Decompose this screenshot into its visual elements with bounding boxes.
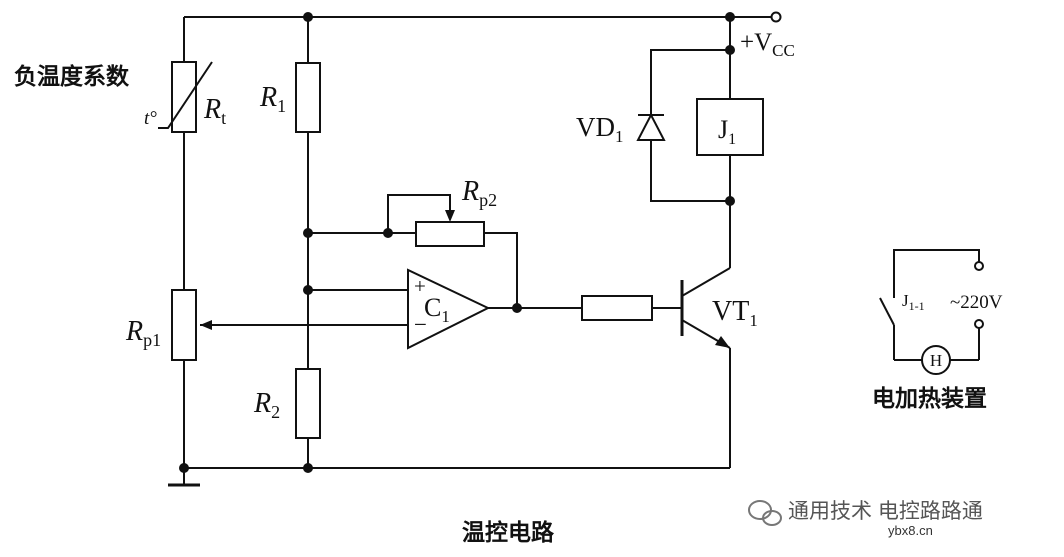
- resistor-r2: [295, 368, 321, 439]
- opamp-minus: −: [414, 312, 427, 337]
- thermistor-mark: [158, 61, 213, 129]
- relay-coil-j1: [696, 98, 764, 156]
- base-resistor: [581, 295, 653, 321]
- ac-terminal-bottom: [974, 319, 984, 329]
- r1-label: R1: [259, 82, 286, 116]
- potentiometer-rp1: [171, 289, 197, 361]
- heater-label: H: [930, 351, 942, 370]
- op-amp-c1: [407, 268, 491, 350]
- vcc-label: +VCC: [740, 29, 795, 60]
- rp2-label: Rp2: [461, 176, 497, 210]
- opamp-plus: +: [414, 274, 426, 298]
- temp-symbol: t°: [144, 108, 157, 129]
- site-label: ybx8.cn: [888, 523, 933, 538]
- ac-terminal-top: [974, 261, 984, 271]
- device-caption: 电加热装置: [872, 385, 987, 412]
- emitter-arrow: [715, 336, 730, 348]
- j1-label: J1: [718, 115, 736, 148]
- junction-dots: [179, 12, 735, 473]
- resistors: [171, 61, 764, 439]
- resistor-r1: [295, 62, 321, 133]
- r2-label: R2: [253, 388, 280, 422]
- ntc-label: 负温度系数: [14, 63, 130, 90]
- c1-label: C1: [424, 293, 450, 326]
- wires: [168, 16, 980, 487]
- rp1-wiper-arrow: [200, 320, 212, 330]
- heater-h: [921, 345, 951, 375]
- ac-voltage-label: ~220V: [950, 292, 1003, 313]
- rp1-label: Rp1: [125, 316, 161, 350]
- wechat-icon: [748, 500, 782, 526]
- vd1-label: VD1: [576, 112, 624, 146]
- relay-contact-j11: [879, 297, 895, 326]
- j11-label: J1-1: [902, 291, 925, 313]
- diode-vd1: [636, 112, 666, 141]
- circuit-caption: 温控电路: [462, 519, 555, 546]
- potentiometer-rp2: [415, 221, 485, 247]
- vt1-label: VT1: [712, 296, 758, 330]
- rt-label: Rt: [203, 94, 226, 128]
- watermark-text: 通用技术 电控路路通: [788, 500, 983, 523]
- thermistor-rt: [171, 61, 197, 133]
- vcc-terminal: [770, 11, 782, 23]
- rp2-wiper-arrow: [445, 210, 455, 222]
